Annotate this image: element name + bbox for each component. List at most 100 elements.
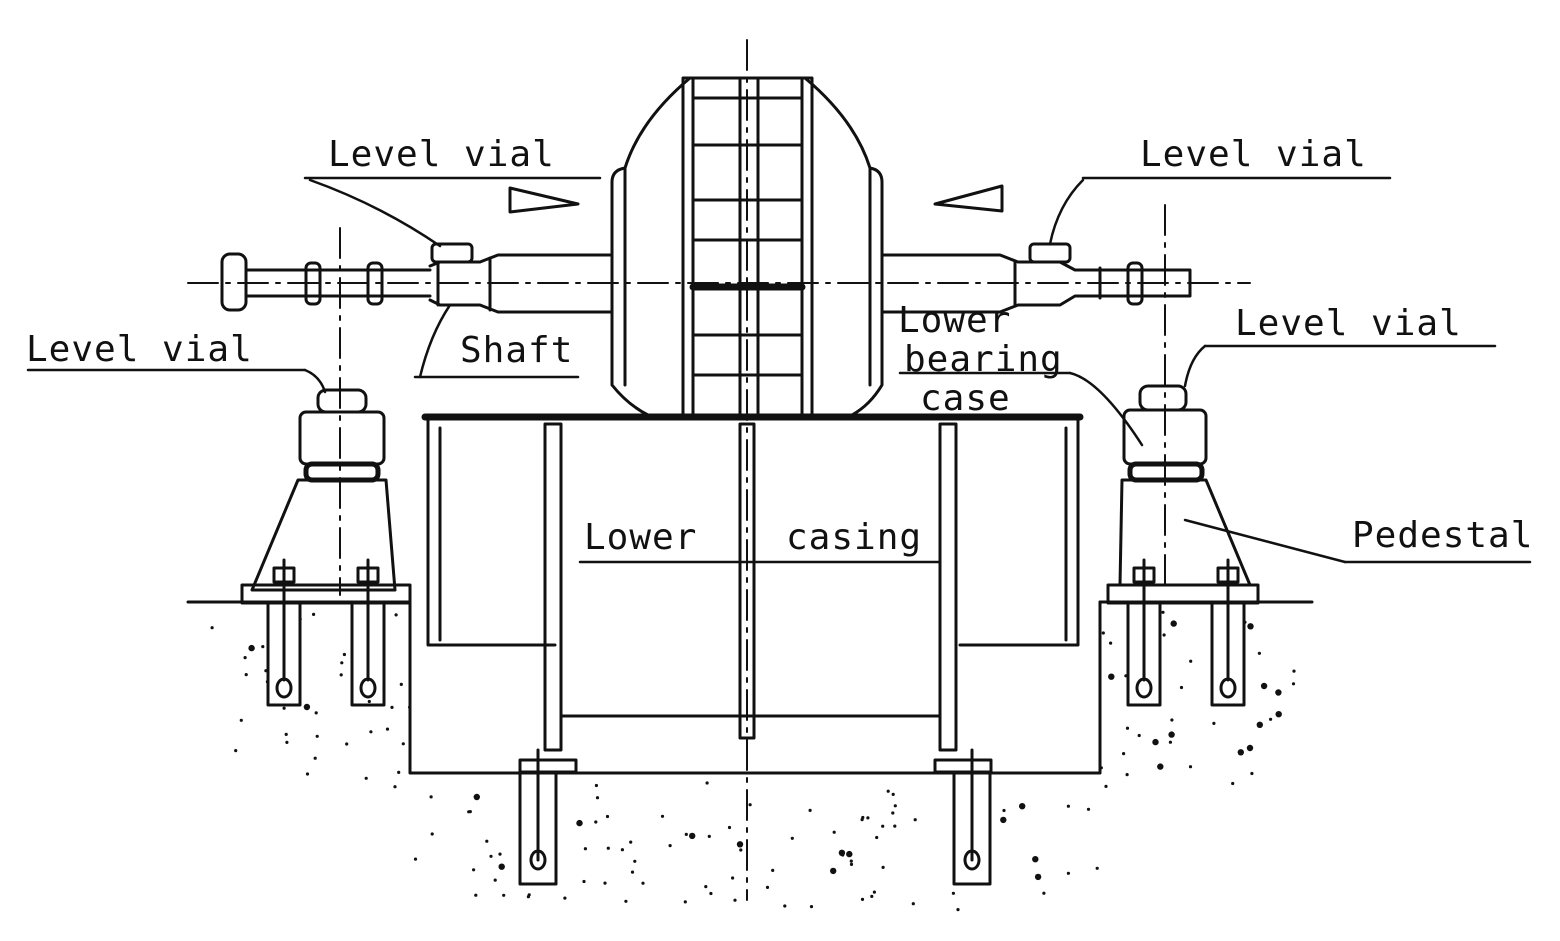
concrete-dot <box>303 703 311 711</box>
level-vial-label-left: Level vial <box>26 329 253 370</box>
concrete-dot <box>345 742 349 746</box>
concrete-dot <box>430 832 434 836</box>
concrete-dot <box>605 814 610 819</box>
concrete-dot <box>1101 631 1105 635</box>
concrete-dot <box>861 815 865 820</box>
concrete-dot <box>1042 891 1046 895</box>
concrete-dot <box>633 859 637 863</box>
concrete-dot <box>1108 673 1115 680</box>
concrete-dot <box>1269 717 1273 721</box>
concrete-dot <box>369 730 373 734</box>
concrete-dot <box>860 897 865 902</box>
concrete-dot <box>467 810 471 814</box>
concrete-dot <box>913 818 917 822</box>
concrete-dot <box>886 789 890 793</box>
concrete-dot <box>313 756 317 760</box>
concrete-dot <box>473 793 480 801</box>
concrete-dot <box>1292 669 1296 673</box>
concrete-dot <box>563 896 567 900</box>
concrete-dot <box>830 867 837 875</box>
concrete-dot <box>282 706 286 710</box>
concrete-dot <box>1212 721 1216 726</box>
concrete-dot <box>641 881 645 885</box>
concrete-dot <box>748 803 752 807</box>
concrete-dot <box>870 894 874 899</box>
concrete-dot <box>893 804 897 808</box>
concrete-dot <box>234 749 238 753</box>
concrete-dot <box>1250 771 1254 776</box>
concrete-dot <box>367 699 371 704</box>
concrete-dot <box>1237 749 1245 756</box>
concrete-dot <box>624 899 628 903</box>
concrete-dot <box>705 781 709 785</box>
concrete-dot <box>1231 781 1235 786</box>
concrete-dot <box>1032 856 1039 863</box>
concrete-dot <box>1188 765 1193 769</box>
concrete-dot <box>340 661 344 665</box>
concrete-dot <box>1168 731 1175 738</box>
concrete-dot <box>790 836 794 840</box>
concrete-dot <box>393 785 397 789</box>
concrete-dot <box>606 846 610 850</box>
concrete-dot <box>1002 808 1006 813</box>
concrete-dot <box>526 895 531 899</box>
shaft-label: Shaft <box>460 330 574 371</box>
concrete-dot <box>248 644 255 652</box>
concrete-dot <box>765 885 770 890</box>
concrete-dot <box>1000 816 1007 824</box>
concrete-dot <box>1256 721 1264 728</box>
concrete-dot <box>1019 803 1026 810</box>
concrete-dot <box>1162 633 1166 637</box>
concrete-dot <box>808 808 812 813</box>
concrete-dot <box>401 742 405 746</box>
concrete-dot <box>485 839 489 843</box>
concrete-dot <box>1122 752 1126 756</box>
concrete-dot <box>668 844 672 848</box>
concrete-dot <box>1066 871 1070 875</box>
concrete-dot <box>594 783 599 788</box>
concrete-dot <box>244 673 248 677</box>
concrete-dot <box>210 626 214 630</box>
concrete-dot <box>1170 620 1177 627</box>
concrete-dot <box>707 834 711 839</box>
concrete-dot <box>849 862 854 867</box>
concrete-dot <box>872 890 877 894</box>
concrete-dot <box>660 814 665 818</box>
concrete-dot <box>429 795 433 799</box>
lower-bearing-case-label-line2: bearing <box>904 339 1063 380</box>
level-vial-label-right: Level vial <box>1235 303 1462 344</box>
concrete-dot <box>1137 733 1141 738</box>
concrete-dot <box>893 824 897 828</box>
concrete-dot <box>315 734 319 738</box>
pedestal-label: Pedestal <box>1352 515 1534 556</box>
concrete-dot <box>1086 807 1091 811</box>
concrete-dot <box>1275 711 1282 718</box>
concrete-dot <box>727 825 732 830</box>
concrete-dot <box>881 824 885 828</box>
right-pedestal <box>1106 384 1260 707</box>
concrete-dot <box>498 852 502 856</box>
concrete-dot <box>620 848 625 852</box>
concrete-dot <box>733 898 737 902</box>
concrete-dot <box>783 904 787 908</box>
concrete-dot <box>314 711 318 715</box>
concrete-dot <box>243 656 247 660</box>
concrete-dot <box>472 868 476 872</box>
concrete-dot <box>1161 610 1165 614</box>
concrete-dot <box>399 682 403 687</box>
concrete-dot <box>891 792 895 797</box>
lower-casing-label-part2: casing <box>786 517 923 558</box>
casing-anchor-bolts <box>518 748 993 886</box>
concrete-dot <box>875 835 879 840</box>
concrete-dot <box>1246 744 1254 752</box>
concrete-dot <box>684 832 688 837</box>
lower-casing-label-part1: Lower <box>584 517 698 558</box>
concrete-dot <box>1152 738 1159 746</box>
concrete-dot <box>502 893 506 897</box>
concrete-dot <box>305 772 310 776</box>
concrete-dot <box>1109 641 1113 645</box>
concrete-dot <box>603 881 607 885</box>
concrete-dot <box>739 848 743 852</box>
concrete-dot <box>1125 726 1130 730</box>
concrete-dot <box>413 857 418 861</box>
